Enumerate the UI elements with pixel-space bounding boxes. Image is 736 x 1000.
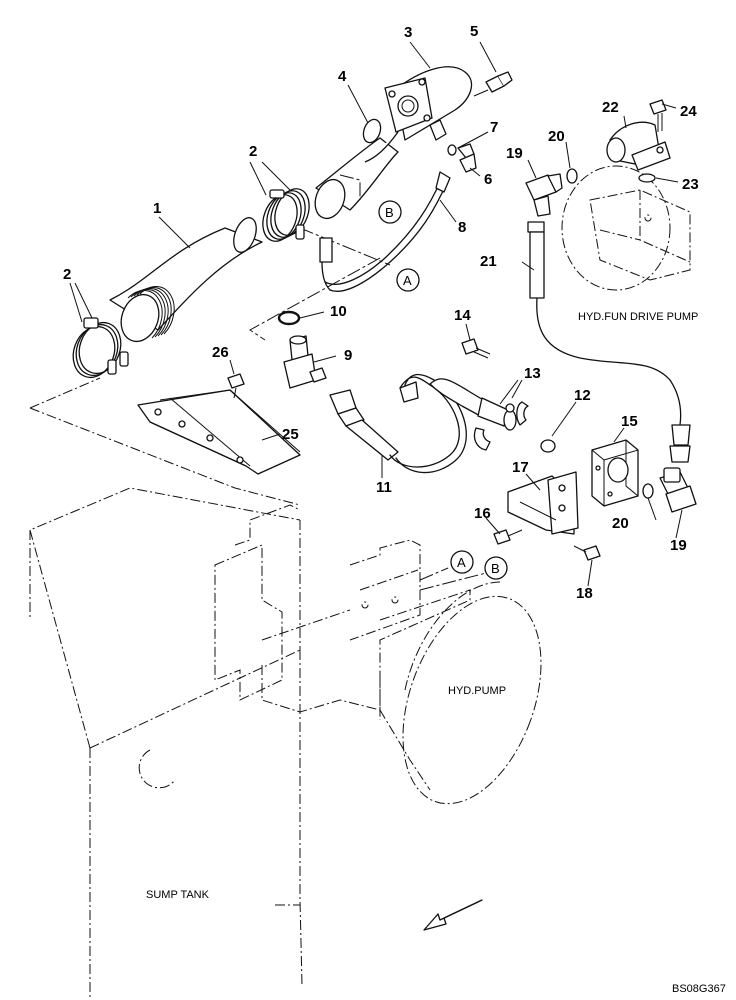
part-number-16: 16 — [474, 505, 491, 522]
part-number-1: 1 — [153, 200, 161, 217]
guard-plate-25 — [137, 389, 301, 475]
part-number-18: 18 — [576, 585, 593, 602]
part-number-6: 6 — [484, 171, 492, 188]
elbow-fitting-19-lower — [659, 467, 697, 513]
bracket-17 — [507, 471, 579, 535]
part-number-9: 9 — [344, 347, 352, 364]
hose-21 — [527, 221, 691, 463]
svg-text:B: B — [385, 205, 394, 220]
o-ring-10 — [277, 310, 301, 326]
ref-line-left — [29, 377, 101, 409]
hyd-pump-label: HYD.PUMP — [448, 685, 506, 697]
part-number-26: 26 — [212, 344, 229, 361]
sump-tank-label: SUMP TANK — [146, 889, 210, 901]
part-number-15: 15 — [621, 413, 638, 430]
sump-tank — [29, 487, 303, 1000]
bolt-26 — [227, 373, 245, 399]
hyd-fun-drive-pump-label: HYD.FUN DRIVE PUMP — [578, 311, 698, 323]
drawing-code: BS08G367 — [672, 983, 726, 995]
part-number-8: 8 — [458, 219, 466, 236]
part-number-22: 22 — [602, 99, 619, 116]
block-fitting-15 — [591, 439, 639, 507]
part-number-25: 25 — [282, 426, 299, 443]
part-number-19-upper: 19 — [506, 145, 523, 162]
leader-lines — [69, 41, 683, 587]
ref-line-left-2 — [29, 407, 301, 506]
bolt-18 — [573, 545, 601, 561]
bolt-14 — [461, 338, 491, 359]
o-ring-23 — [638, 173, 656, 183]
hose-clamp-upper — [262, 188, 310, 242]
hose-8 — [319, 171, 451, 292]
o-ring-20-lower — [642, 483, 654, 499]
part-number-24: 24 — [680, 103, 697, 120]
part-number-7: 7 — [490, 119, 498, 136]
elbow-fitting-19-upper — [525, 173, 563, 217]
hose-end-13 — [429, 378, 529, 451]
elbow-fitting-9 — [283, 335, 327, 389]
part-number-12: 12 — [574, 387, 591, 404]
part-number-4: 4 — [338, 68, 347, 85]
svg-text:A: A — [457, 555, 466, 570]
part-number-5: 5 — [470, 23, 478, 40]
o-ring-7 — [447, 144, 457, 156]
part-number-3: 3 — [404, 24, 412, 41]
direction-arrow-icon — [423, 899, 483, 931]
suction-hose — [109, 217, 263, 343]
part-number-21: 21 — [480, 253, 497, 270]
part-number-14: 14 — [454, 307, 471, 324]
mount-bracket — [214, 504, 421, 713]
suction-pipe — [314, 66, 473, 220]
bolt-16 — [493, 529, 523, 545]
part-number-13: 13 — [524, 365, 541, 382]
part-number-2-lower: 2 — [63, 266, 71, 283]
reference-leaders — [249, 227, 491, 591]
svg-text:A: A — [403, 273, 412, 288]
part-number-23: 23 — [682, 176, 699, 193]
part-number-11: 11 — [376, 479, 392, 496]
o-ring-20-upper — [566, 168, 578, 184]
tag-a-upper: A — [396, 268, 420, 292]
elbow-fitting-6 — [457, 143, 477, 173]
bolt-24 — [649, 99, 667, 132]
hose-11 — [329, 373, 467, 474]
part-number-2-upper: 2 — [249, 143, 257, 160]
tag-a-lower: A — [450, 550, 474, 574]
tag-b-upper: B — [378, 200, 402, 224]
bolt-5 — [473, 71, 513, 97]
part-number-17: 17 — [512, 459, 529, 476]
svg-text:B: B — [491, 561, 500, 576]
o-ring-12 — [540, 439, 556, 453]
hose-clamp-left — [72, 317, 129, 379]
tag-b-lower: B — [484, 556, 508, 580]
o-ring-4 — [362, 118, 382, 144]
hyd-fun-drive-pump: HYD.FUN DRIVE PUMP — [561, 165, 698, 323]
hyd-pump: HYD.PUMP — [379, 581, 542, 805]
part-number-19-lower: 19 — [670, 537, 687, 554]
part-number-10: 10 — [330, 303, 347, 320]
flange-elbow-22 — [606, 121, 671, 171]
part-number-20-lower: 20 — [612, 515, 629, 532]
part-number-20-upper: 20 — [548, 128, 565, 145]
part-numbers: 1 2 2 3 4 5 6 7 8 9 10 11 12 13 14 15 16… — [63, 23, 699, 602]
